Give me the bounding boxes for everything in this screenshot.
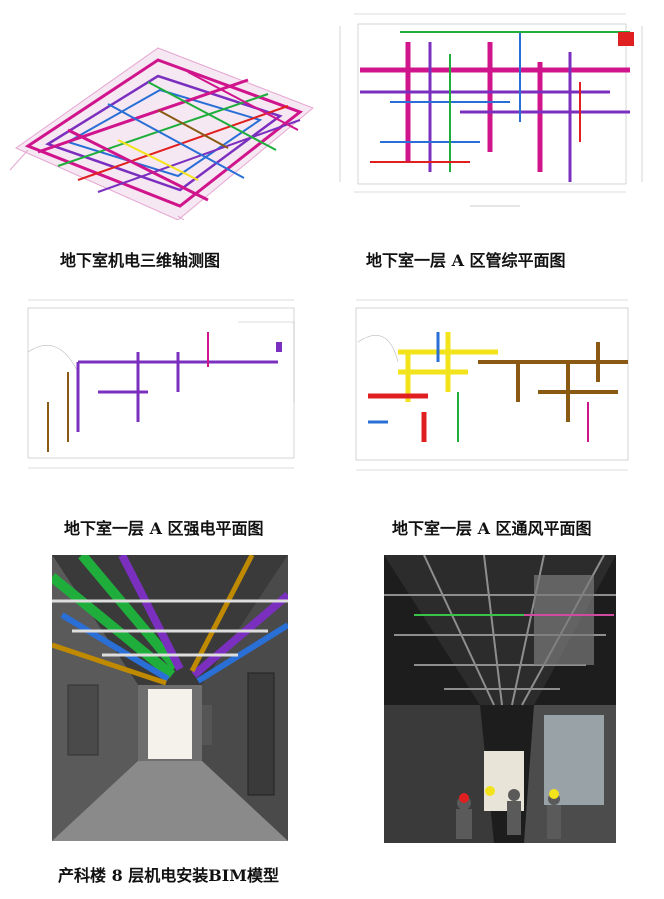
power-plan-image <box>8 292 312 486</box>
bim-corridor-image <box>52 555 288 841</box>
site-photo-image <box>384 555 616 843</box>
iso-3d-image <box>8 20 320 220</box>
caption-vent-plan: 地下室一层 A 区通风平面图 <box>392 519 592 538</box>
caption-combined-plan: 地下室一层 A 区管综平面图 <box>366 251 566 270</box>
caption-iso3d: 地下室机电三维轴测图 <box>60 251 221 270</box>
caption-power-plan: 地下室一层 A 区强电平面图 <box>64 519 264 538</box>
vent-plan-image <box>338 292 654 486</box>
caption-bim-model: 产科楼 8 层机电安装BIM模型 <box>58 866 279 885</box>
combined-plan-image <box>330 2 654 220</box>
